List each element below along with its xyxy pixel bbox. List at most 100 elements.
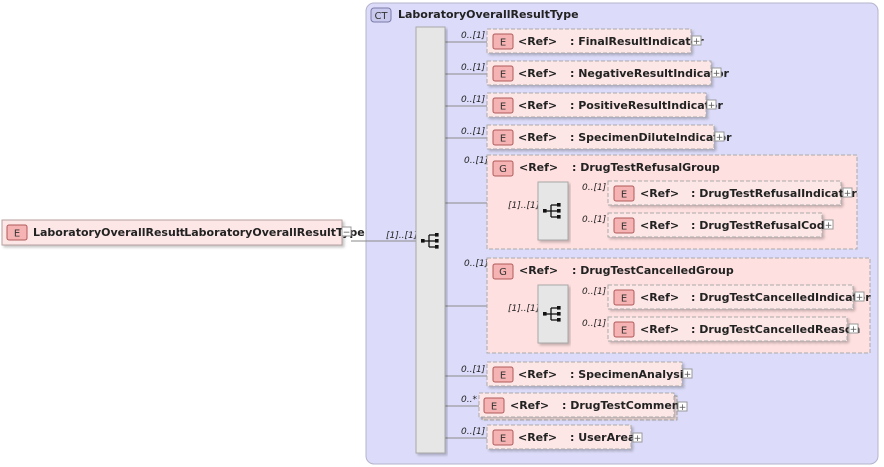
element-box[interactable] [486, 92, 707, 118]
element-box[interactable] [607, 284, 854, 310]
element-badge [492, 65, 514, 82]
element-box[interactable] [486, 60, 712, 86]
expand-toggle[interactable] [842, 187, 853, 198]
expand-toggle[interactable] [706, 99, 717, 110]
element-drug-test-cancelled-reason[interactable]: 0..[1] E <Ref> : DrugTestCancelledReason… [582, 316, 860, 342]
ref-label: <Ref> [518, 35, 557, 48]
element-badge-label: E [500, 102, 506, 113]
element-badge [492, 129, 514, 146]
element-badge [6, 224, 28, 241]
collapse-toggle[interactable] [341, 226, 352, 237]
expand-toggle[interactable] [848, 323, 859, 334]
ref-label: <Ref> [640, 323, 679, 336]
group-badge-label: G [499, 267, 507, 278]
expand-toggle[interactable] [711, 67, 722, 78]
ref-label: <Ref> [640, 291, 679, 304]
element-list: 0..[1] E <Ref> : FinalResultIndicator + … [461, 28, 732, 450]
expand-icon: + [693, 37, 701, 47]
ref-label: <Ref> [518, 431, 557, 444]
ct-badge [370, 7, 392, 23]
expand-icon: + [679, 403, 687, 413]
ref-label: <Ref> [510, 399, 549, 412]
element-badge [613, 321, 635, 338]
expand-toggle[interactable] [682, 368, 693, 379]
element-box[interactable] [486, 124, 715, 150]
element-badge-label: E [500, 70, 506, 81]
element-cardinality: 0..[1] [461, 365, 486, 375]
element-box[interactable] [607, 316, 848, 342]
element-final-result-indicator[interactable]: 0..[1] E <Ref> : FinalResultIndicator + [461, 28, 704, 54]
element-name: : DrugTestRefusalCode [691, 219, 832, 232]
ref-label: <Ref> [518, 67, 557, 80]
element-name: : FinalResultIndicator [570, 35, 704, 48]
element-badge-label: E [621, 294, 627, 305]
element-badge-label: E [500, 134, 506, 145]
element-drug-test-refusal-code[interactable]: 0..[1] E <Ref> : DrugTestRefusalCode + [582, 212, 834, 238]
element-badge [613, 185, 635, 202]
element-cardinality: 0..[1] [582, 215, 607, 225]
element-drug-test-comment[interactable]: 0..* E <Ref> : DrugTestComment + [461, 392, 688, 421]
expand-icon: + [844, 189, 852, 199]
group-sequence-cardinality: [1]..[1] [508, 304, 540, 314]
group-sequence-compositor [537, 181, 569, 241]
element-badge [492, 366, 514, 383]
root-element-box[interactable] [1, 219, 343, 246]
ref-label: <Ref> [518, 99, 557, 112]
ref-label: <Ref> [518, 131, 557, 144]
element-badge-label: E [500, 371, 506, 382]
expand-toggle[interactable] [823, 219, 834, 230]
expand-toggle[interactable] [691, 35, 702, 46]
element-badge-label: E [621, 326, 627, 337]
cancelled-group-children: 0..[1] E <Ref> : DrugTestCancelledIndica… [582, 284, 871, 342]
group-cardinality: 0..[1] [464, 156, 489, 166]
expand-toggle[interactable] [632, 432, 643, 443]
element-box[interactable] [607, 180, 842, 206]
element-badge [613, 289, 635, 306]
expand-icon: + [713, 69, 721, 79]
element-drug-test-cancelled-indicator[interactable]: 0..[1] E <Ref> : DrugTestCancelledIndica… [582, 284, 871, 310]
group-badge [492, 160, 514, 177]
expand-icon: + [850, 325, 858, 335]
element-negative-result-indicator[interactable]: 0..[1] E <Ref> : NegativeResultIndicator… [461, 60, 730, 86]
element-cardinality: 0..[1] [582, 319, 607, 329]
element-positive-result-indicator[interactable]: 0..[1] E <Ref> : PositiveResultIndicator… [461, 92, 723, 118]
expand-toggle[interactable] [677, 401, 688, 412]
element-badge [492, 97, 514, 114]
group-name: : DrugTestCancelledGroup [572, 264, 734, 277]
element-box[interactable] [607, 212, 823, 238]
collapse-icon: − [343, 228, 351, 238]
element-cardinality: 0..[1] [461, 95, 486, 105]
group-badge-label: G [499, 164, 507, 175]
element-drug-test-refusal-indicator[interactable]: 0..[1] E <Ref> : DrugTestRefusalIndicato… [582, 180, 857, 206]
element-name: : DrugTestRefusalIndicator [691, 187, 857, 200]
expand-icon: + [634, 434, 642, 444]
element-box[interactable] [478, 392, 675, 418]
element-specimen-dilute-indicator[interactable]: 0..[1] E <Ref> : SpecimenDiluteIndicator… [461, 124, 732, 150]
element-name: : NegativeResultIndicator [570, 67, 730, 80]
element-name: : SpecimenDiluteIndicator [570, 131, 732, 144]
element-badge [492, 429, 514, 446]
expand-toggle[interactable] [854, 291, 865, 302]
group-sequence-compositor [537, 284, 569, 344]
expand-icon: + [825, 221, 833, 231]
group-badge [492, 263, 514, 280]
expand-icon: + [684, 370, 692, 380]
ref-label: <Ref> [519, 264, 558, 277]
element-cardinality: 0..* [461, 395, 477, 405]
group-cardinality: 0..[1] [464, 259, 489, 269]
element-cardinality: 0..[1] [582, 287, 607, 297]
ref-label: <Ref> [519, 161, 558, 174]
refusal-group-children: 0..[1] E <Ref> : DrugTestRefusalIndicato… [582, 180, 857, 238]
ref-label: <Ref> [640, 219, 679, 232]
expand-toggle[interactable] [714, 131, 725, 142]
element-box[interactable] [486, 361, 683, 387]
ref-label: <Ref> [518, 368, 557, 381]
root-element-type: : LaboratoryOverallResultType [176, 226, 365, 239]
element-badge-label: E [500, 434, 506, 445]
element-specimen-analysis[interactable]: 0..[1] E <Ref> : SpecimenAnalysis + [461, 361, 693, 387]
root-element[interactable]: E LaboratoryOverallResult : LaboratoryOv… [1, 219, 365, 246]
element-badge [613, 217, 635, 234]
element-box[interactable] [486, 28, 692, 54]
element-cardinality: 0..[1] [461, 427, 486, 437]
element-user-area[interactable]: 0..[1] E <Ref> : UserArea + [461, 424, 643, 450]
